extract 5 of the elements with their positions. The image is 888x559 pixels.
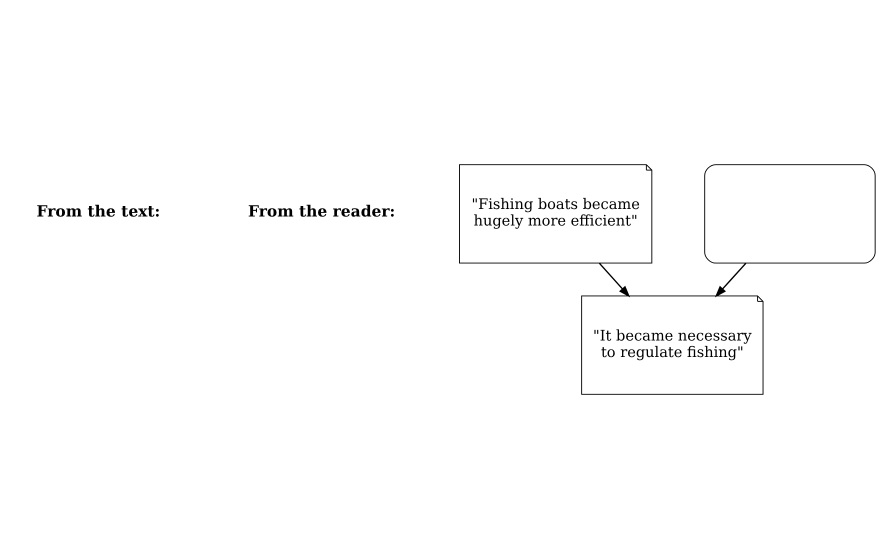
node-box (704, 164, 876, 264)
label: From the text: (36, 202, 160, 221)
arrow (714, 262, 746, 298)
label: From the reader: (248, 202, 396, 221)
arrow (598, 262, 630, 298)
